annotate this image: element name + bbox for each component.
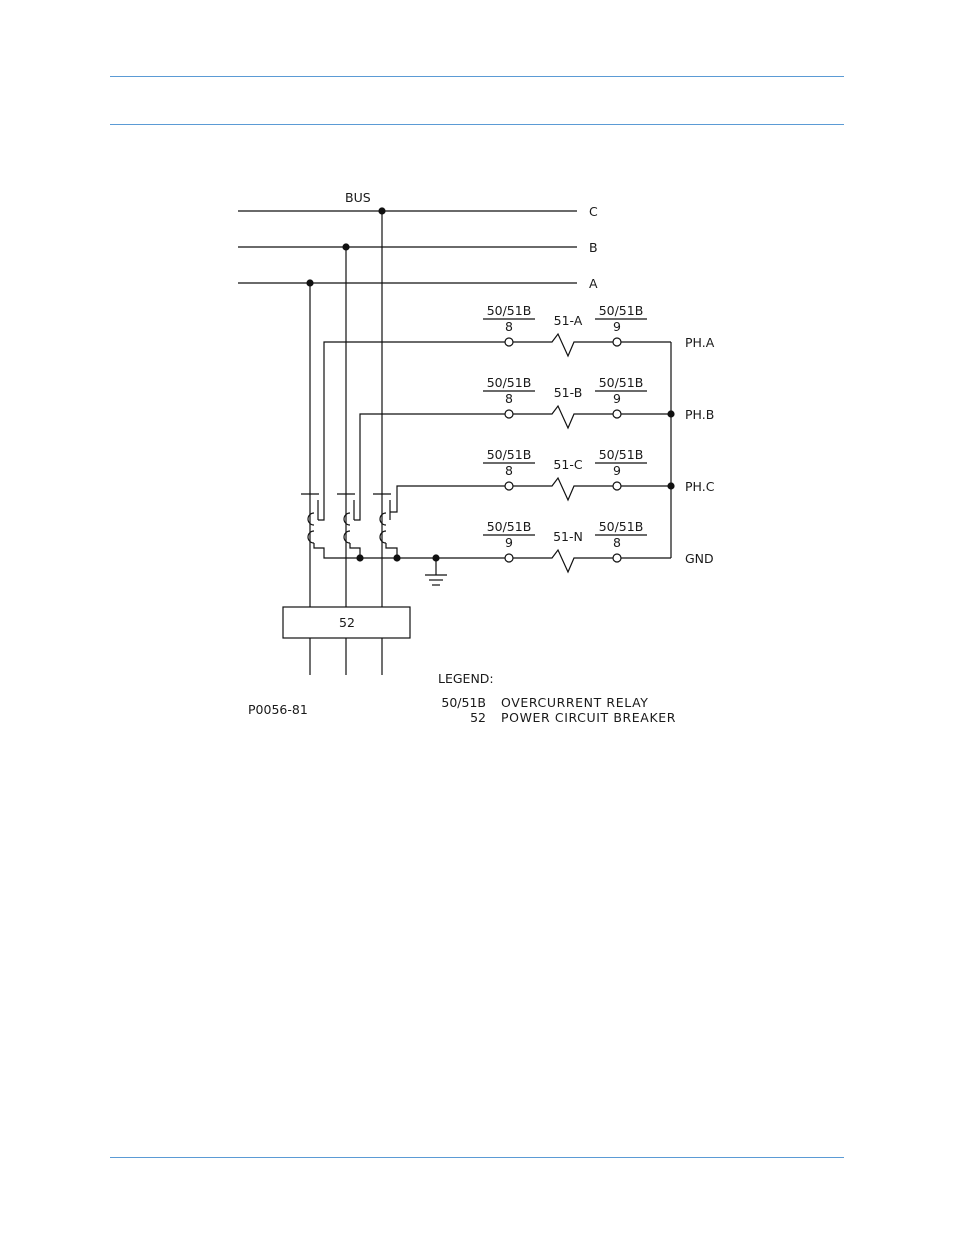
relay-terminal [504, 409, 514, 419]
relay-row-neutral: 50/51B 9 51-N 50/51B 8 GND [483, 519, 714, 574]
header-rule-bottom [110, 124, 844, 125]
relay-terminal [612, 481, 622, 491]
junction-dot [342, 243, 350, 251]
relay-row-phase-b: 50/51B 8 51-B 50/51B 9 PH.B [483, 375, 714, 430]
relay-terminal [612, 337, 622, 347]
lead-phase-a [318, 341, 509, 521]
relay-terminal-label: 50/51B [599, 303, 644, 318]
relay-terminal-number: 8 [505, 463, 513, 478]
relay-coil-label: 51-N [553, 529, 583, 544]
ground-icon [425, 558, 447, 586]
relay-terminal-label: 50/51B [487, 447, 532, 462]
junction-dot [393, 554, 401, 562]
current-transformer-b [337, 493, 355, 544]
relay-terminal [504, 553, 514, 563]
header-rule-top [110, 76, 844, 77]
legend-code: 52 [470, 710, 486, 725]
phase-b-label: B [589, 240, 598, 255]
legend-title: LEGEND: [438, 671, 494, 686]
legend-description: OVERCURRENT RELAY [501, 695, 649, 710]
relay-terminal [612, 409, 622, 419]
relay-terminal-label: 50/51B [599, 519, 644, 534]
junction-dot [306, 279, 314, 287]
relay-coil-label: 51-B [554, 385, 583, 400]
relay-terminal-label: 50/51B [487, 375, 532, 390]
output-label-ph-b: PH.B [685, 407, 714, 422]
relay-terminal-label: 50/51B [487, 303, 532, 318]
output-label-ph-c: PH.C [685, 479, 715, 494]
relay-terminal-number: 8 [505, 391, 513, 406]
output-label-gnd: GND [685, 551, 714, 566]
lead-phase-b [354, 413, 509, 521]
current-transformer-a [301, 493, 319, 544]
drawing-number: P0056-81 [248, 702, 308, 717]
junction-dot [356, 554, 364, 562]
neutral-lead [385, 543, 398, 558]
current-transformer-c [373, 493, 391, 544]
junction-dot [378, 207, 386, 215]
breaker-label: 52 [339, 615, 355, 630]
junction-dot [667, 410, 675, 418]
relay-row-phase-a: 50/51B 8 51-A 50/51B 9 PH.A [483, 303, 715, 358]
relay-terminal-number: 9 [613, 319, 621, 334]
relay-terminal-label: 50/51B [599, 447, 644, 462]
relay-terminal-number: 9 [613, 463, 621, 478]
relay-terminal-number: 9 [613, 391, 621, 406]
relay-row-phase-c: 50/51B 8 51-C 50/51B 9 PH.C [483, 447, 715, 502]
neutral-lead [313, 543, 509, 559]
lead-phase-c [390, 485, 509, 513]
output-label-ph-a: PH.A [685, 335, 715, 350]
phase-c-label: C [589, 204, 598, 219]
relay-terminal-number: 8 [613, 535, 621, 550]
legend-description: POWER CIRCUIT BREAKER [501, 710, 676, 725]
relay-terminal [504, 337, 514, 347]
relay-terminal [504, 481, 514, 491]
footer-rule [110, 1157, 844, 1158]
neutral-lead [349, 543, 361, 558]
relay-coil-label: 51-A [554, 313, 583, 328]
phase-a-label: A [589, 276, 598, 291]
relay-coil-label: 51-C [553, 457, 582, 472]
relay-terminal-label: 50/51B [487, 519, 532, 534]
bus-label: BUS [345, 190, 371, 205]
relay-terminal [612, 553, 622, 563]
legend-code: 50/51B [441, 695, 486, 710]
junction-dot [667, 482, 675, 490]
relay-terminal-number: 9 [505, 535, 513, 550]
relay-terminal-label: 50/51B [599, 375, 644, 390]
relay-terminal-number: 8 [505, 319, 513, 334]
circuit-breaker-box [282, 606, 411, 639]
